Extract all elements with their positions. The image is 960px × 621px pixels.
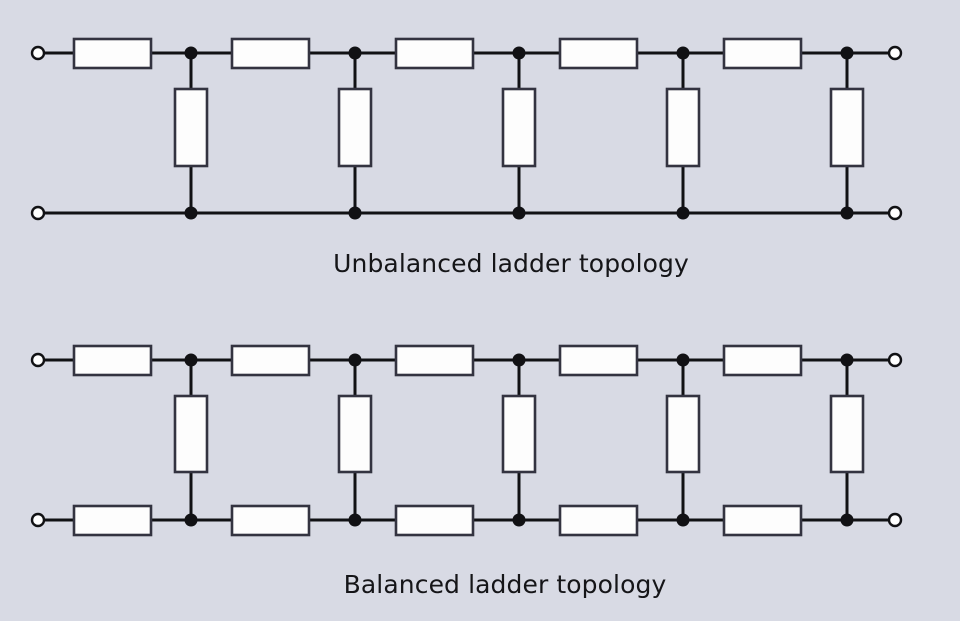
- shunt-resistor-4: [665, 87, 701, 168]
- shunt-resistor-1: [173, 394, 209, 474]
- junction-node-top-2: [348, 353, 362, 367]
- junction-node-bottom-5: [840, 206, 854, 220]
- junction-node-bottom-1: [184, 206, 198, 220]
- terminal-input-top: [30, 352, 46, 368]
- terminal-output-top: [887, 45, 903, 61]
- caption-unbalanced: Unbalanced ladder topology: [333, 249, 689, 278]
- circuit-balanced: [30, 344, 903, 537]
- junction-node-bottom-3: [512, 206, 526, 220]
- shunt-resistor-5: [829, 87, 865, 168]
- series-resistor-top-1: [72, 344, 153, 377]
- circuits-layer: [30, 37, 903, 537]
- shunt-resistor-3: [501, 394, 537, 474]
- junction-node-top-4: [676, 353, 690, 367]
- series-resistor-top-2: [230, 37, 311, 70]
- junction-node-bottom-2: [348, 206, 362, 220]
- shunt-resistor-3: [501, 87, 537, 168]
- junction-node-bottom-3: [512, 513, 526, 527]
- terminal-output-top: [887, 352, 903, 368]
- series-resistor-bottom-3: [394, 504, 475, 537]
- junction-node-bottom-4: [676, 206, 690, 220]
- series-resistor-top-3: [394, 37, 475, 70]
- terminal-output-bottom: [887, 205, 903, 221]
- series-resistor-top-3: [394, 344, 475, 377]
- junction-node-top-5: [840, 353, 854, 367]
- junction-node-bottom-4: [676, 513, 690, 527]
- junction-node-top-2: [348, 46, 362, 60]
- terminal-input-bottom: [30, 512, 46, 528]
- shunt-resistor-2: [337, 87, 373, 168]
- junction-node-top-1: [184, 353, 198, 367]
- shunt-resistor-2: [337, 394, 373, 474]
- junction-node-bottom-2: [348, 513, 362, 527]
- junction-node-top-3: [512, 46, 526, 60]
- shunt-resistor-1: [173, 87, 209, 168]
- junction-node-bottom-5: [840, 513, 854, 527]
- series-resistor-bottom-5: [722, 504, 803, 537]
- series-resistor-top-2: [230, 344, 311, 377]
- series-resistor-top-1: [72, 37, 153, 70]
- series-resistor-bottom-2: [230, 504, 311, 537]
- terminal-input-bottom: [30, 205, 46, 221]
- series-resistor-bottom-1: [72, 504, 153, 537]
- junction-node-top-4: [676, 46, 690, 60]
- shunt-resistor-5: [829, 394, 865, 474]
- circuit-unbalanced: [30, 37, 903, 221]
- terminal-input-top: [30, 45, 46, 61]
- shunt-resistor-4: [665, 394, 701, 474]
- series-resistor-bottom-4: [558, 504, 639, 537]
- terminal-output-bottom: [887, 512, 903, 528]
- caption-balanced: Balanced ladder topology: [344, 570, 667, 599]
- series-resistor-top-5: [722, 344, 803, 377]
- series-resistor-top-4: [558, 344, 639, 377]
- junction-node-top-5: [840, 46, 854, 60]
- junction-node-top-1: [184, 46, 198, 60]
- series-resistor-top-5: [722, 37, 803, 70]
- junction-node-top-3: [512, 353, 526, 367]
- junction-node-bottom-1: [184, 513, 198, 527]
- series-resistor-top-4: [558, 37, 639, 70]
